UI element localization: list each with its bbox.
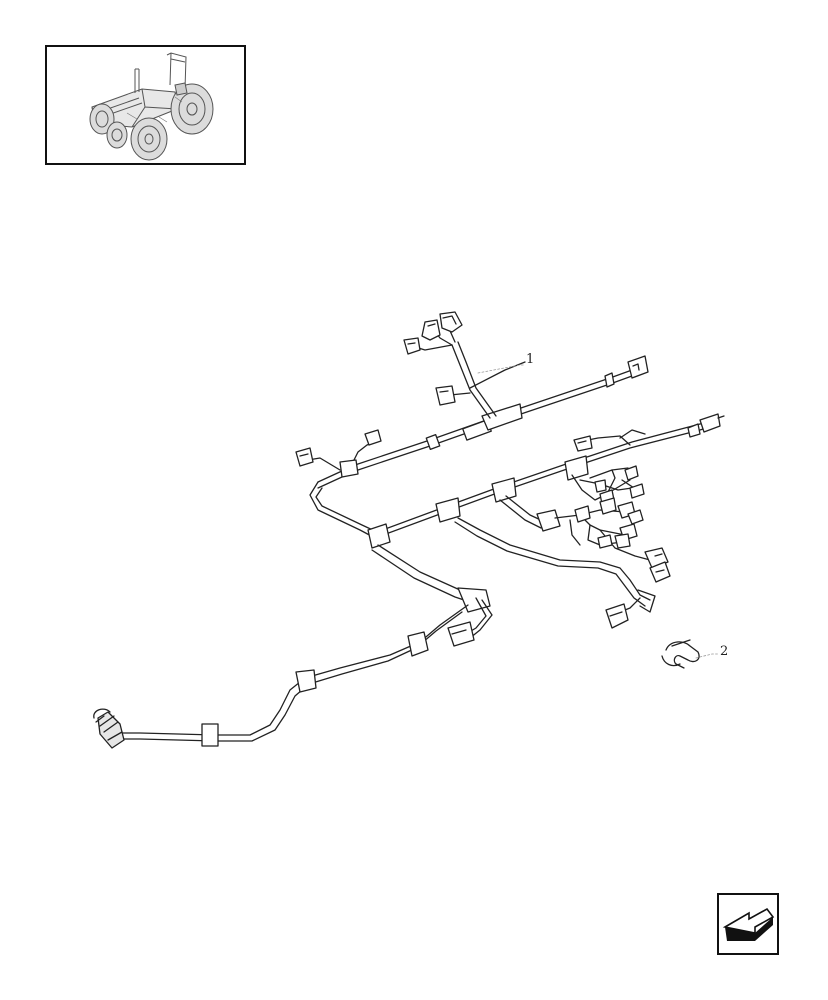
- back-navigation-button[interactable]: [717, 893, 779, 955]
- callout-part-2: 2: [720, 644, 729, 659]
- tractor-icon: [89, 52, 214, 161]
- tractor-thumbnail: [45, 45, 246, 165]
- cable-clip-part-2: [665, 641, 700, 669]
- callout-part-1: 1: [526, 352, 535, 367]
- arrow-back-icon: [722, 907, 775, 941]
